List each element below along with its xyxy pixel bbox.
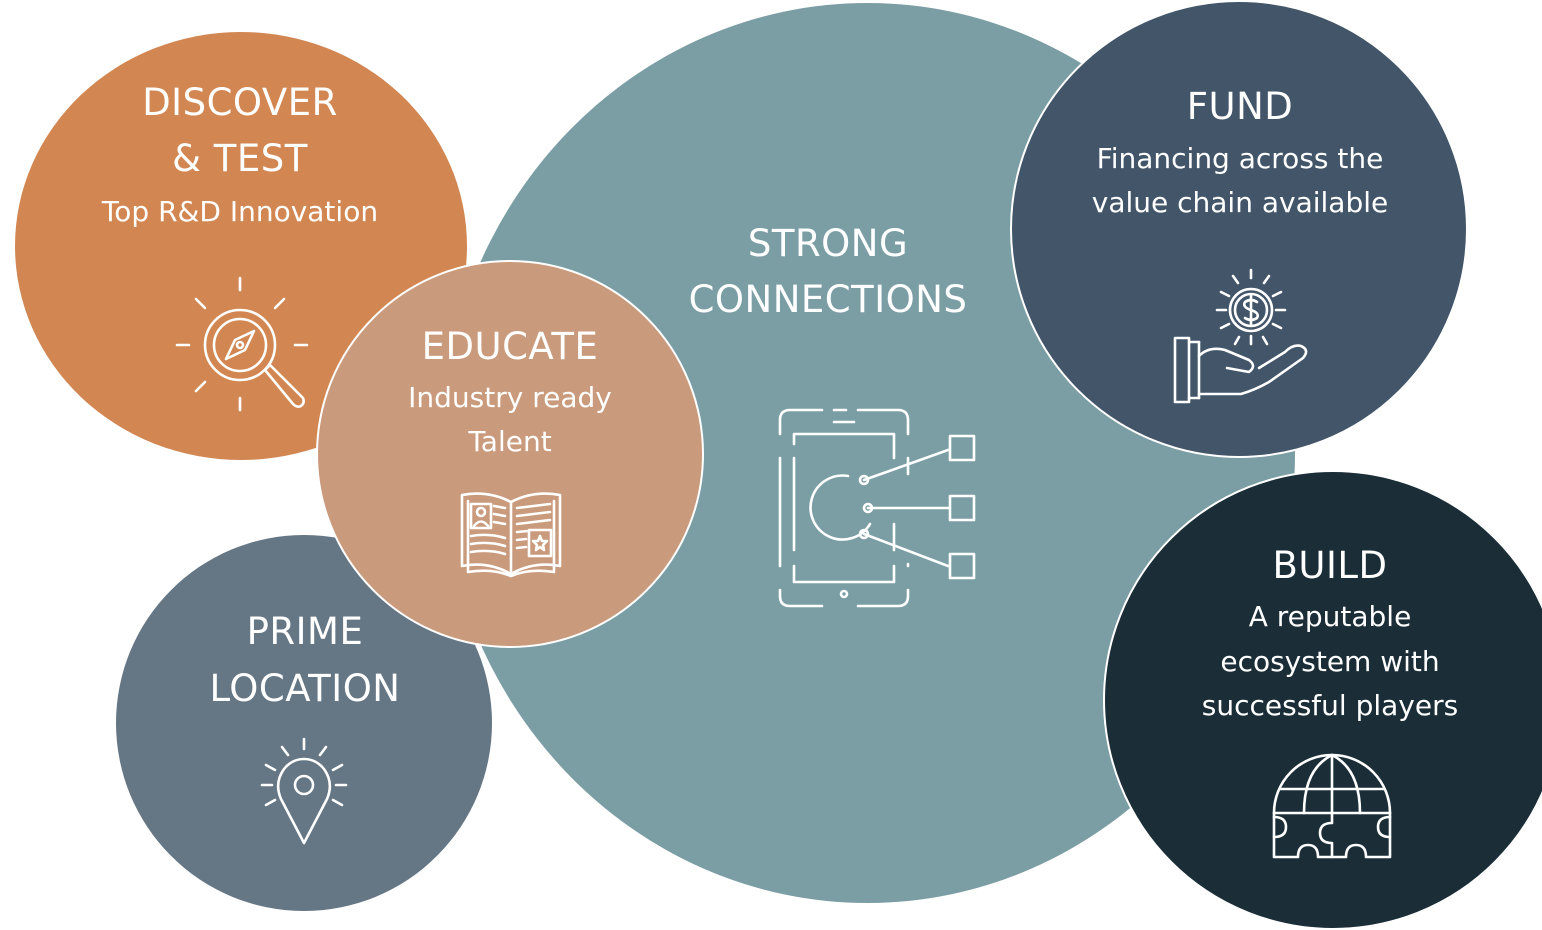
educate-subtitle-line1: Industry ready — [408, 381, 612, 414]
build-circle — [1103, 470, 1542, 930]
educate-circle — [316, 260, 704, 648]
fund-title: FUND — [1186, 85, 1294, 128]
prime-title-line1: PRIME — [246, 610, 364, 653]
open-book-icon — [460, 492, 562, 578]
build-title: BUILD — [1272, 544, 1388, 587]
discover-title-line2: & TEST — [172, 137, 308, 180]
discover-title-line1: DISCOVER — [142, 81, 338, 124]
strong-title-line1: STRONG — [747, 222, 909, 265]
fund-subtitle-line2: value chain available — [1091, 186, 1389, 219]
magnifier-compass-icon — [175, 276, 309, 412]
build-subtitle-line2: ecosystem with — [1220, 645, 1440, 678]
discover-subtitle: Top R&D Innovation — [101, 195, 379, 228]
hand-coin-icon — [1173, 268, 1308, 404]
strong-title-line2: CONNECTIONS — [688, 278, 968, 321]
tablet-network-icon — [778, 408, 976, 608]
fund-subtitle-line1: Financing across the — [1096, 142, 1384, 175]
build-subtitle-line1: A reputable — [1248, 600, 1412, 633]
prime-title-line2: LOCATION — [209, 667, 401, 710]
educate-title: EDUCATE — [421, 325, 599, 368]
educate-subtitle-line2: Talent — [468, 425, 552, 458]
build-subtitle-line3: successful players — [1201, 689, 1459, 722]
fund-circle — [1010, 0, 1468, 458]
globe-puzzle-icon — [1272, 753, 1392, 859]
location-pin-icon — [260, 737, 348, 845]
